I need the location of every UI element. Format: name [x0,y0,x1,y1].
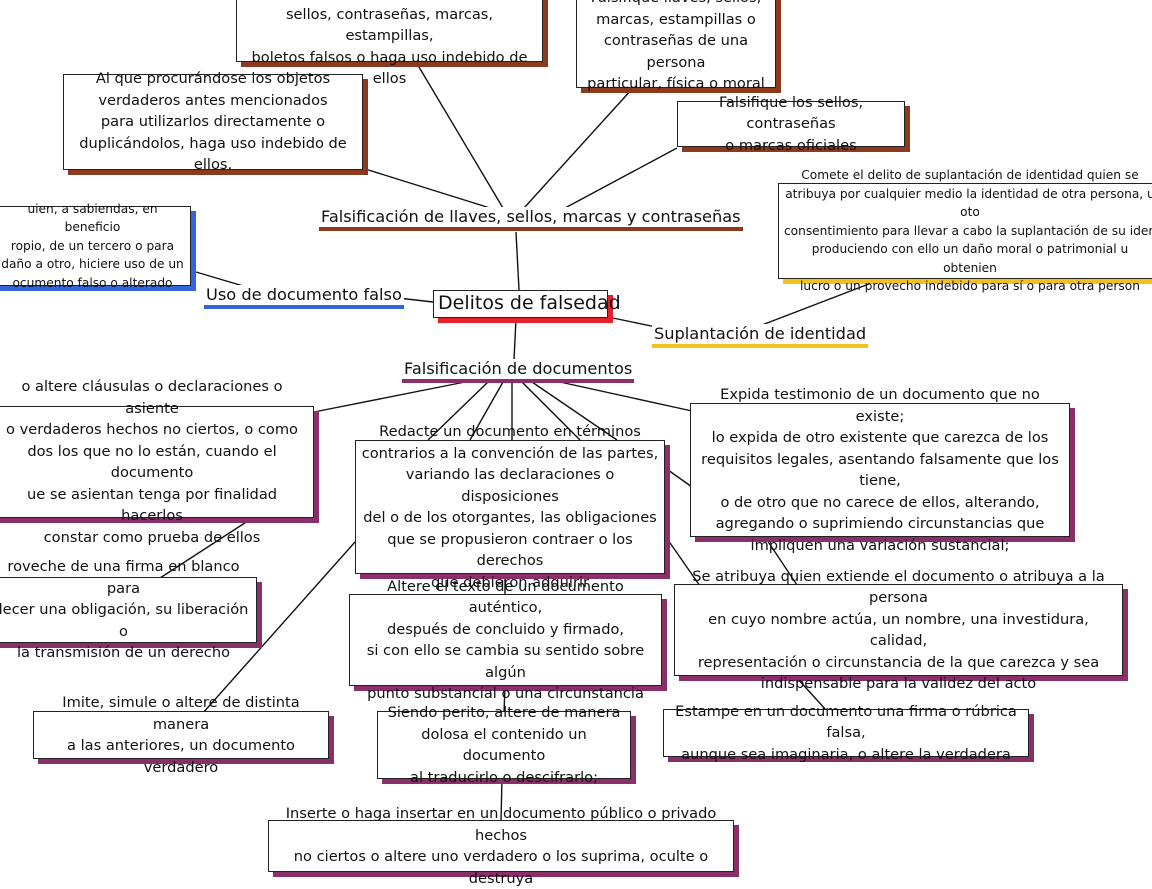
topic-suplantacion-label: Suplantación de identidad [654,324,867,343]
node-atribuya-text: Se atribuya quien extiende el documento … [692,567,1105,693]
topic-llaves-label: Falsificación de llaves, sellos, marcas … [321,207,741,226]
node-falsifique-particular[interactable]: Falsifique llaves, sellos, marcas, estam… [576,0,776,92]
node-clausulas-text: o altere cláusulas o declaraciones o asi… [6,378,298,546]
connector-lines [159,61,875,822]
topic-documentos[interactable]: Falsificación de documentos [402,359,635,383]
node-enajene[interactable]: Enajene o, a sabiendas, haga uso de llav… [236,0,543,87]
node-estampe-text: Estampe en un documento una firma o rúbr… [675,702,1017,763]
node-perito-text: Siendo perito, altere de manera dolosa e… [387,704,621,786]
node-atribuya[interactable]: Se atribuya quien extiende el documento … [674,568,1123,692]
node-procurandose-text: Al que procurándose los objetos verdader… [79,70,347,174]
node-redacte-text: Redacte un documento en términos contrar… [361,423,659,591]
node-clausulas[interactable]: o altere cláusulas o declaraciones o asi… [0,378,314,546]
node-oficiales-text: Falsifique los sellos, contraseñas o mar… [718,93,864,154]
node-procurandose[interactable]: Al que procurándose los objetos verdader… [63,70,363,173]
node-imite-text: Imite, simule o altere de distinta maner… [62,694,300,776]
root-label: Delitos de falsedad [438,292,621,314]
node-suplantacion-text: Comete el delito de suplantación de iden… [783,168,1152,294]
node-expida-text: Expida testimonio de un documento que no… [701,386,1059,554]
node-oficiales[interactable]: Falsifique los sellos, contraseñas o mar… [677,94,905,154]
node-suplantacion[interactable]: Comete el delito de suplantación de iden… [778,168,1152,293]
topic-uso-label: Uso de documento falso [206,285,402,304]
node-altere-texto-text: Altere el texto de un documento auténtic… [366,577,645,703]
node-firma-blanco[interactable]: roveche de una firma en blanco para lece… [0,558,257,661]
node-inserte-text: Inserte o haga insertar en un documento … [285,805,717,887]
node-enajene-text: Enajene o, a sabiendas, haga uso de llav… [251,0,528,87]
node-uso-documento[interactable]: uien, a sabiendas, en beneficio ropio, d… [0,202,191,290]
node-altere-texto[interactable]: Altere el texto de un documento auténtic… [349,578,662,702]
node-uso-documento-text: uien, a sabiendas, en beneficio ropio, d… [1,201,184,290]
topic-documentos-label: Falsificación de documentos [404,359,633,378]
topic-uso[interactable]: Uso de documento falso [204,285,404,309]
node-firma-blanco-text: roveche de una firma en blanco para lece… [0,558,249,662]
node-imite[interactable]: Imite, simule o altere de distinta maner… [33,694,329,776]
root-node[interactable]: Delitos de falsedad [433,290,621,318]
node-expida[interactable]: Expida testimonio de un documento que no… [690,386,1070,554]
node-falsifique-particular-text: Falsifique llaves, sellos, marcas, estam… [587,0,765,93]
node-inserte[interactable]: Inserte o haga insertar en un documento … [268,805,734,887]
topic-llaves[interactable]: Falsificación de llaves, sellos, marcas … [319,207,743,231]
topic-suplantacion[interactable]: Suplantación de identidad [652,324,869,348]
node-redacte[interactable]: Redacte un documento en términos contrar… [355,423,665,591]
node-estampe[interactable]: Estampe en un documento una firma o rúbr… [663,703,1029,763]
node-perito[interactable]: Siendo perito, altere de manera dolosa e… [377,704,631,786]
